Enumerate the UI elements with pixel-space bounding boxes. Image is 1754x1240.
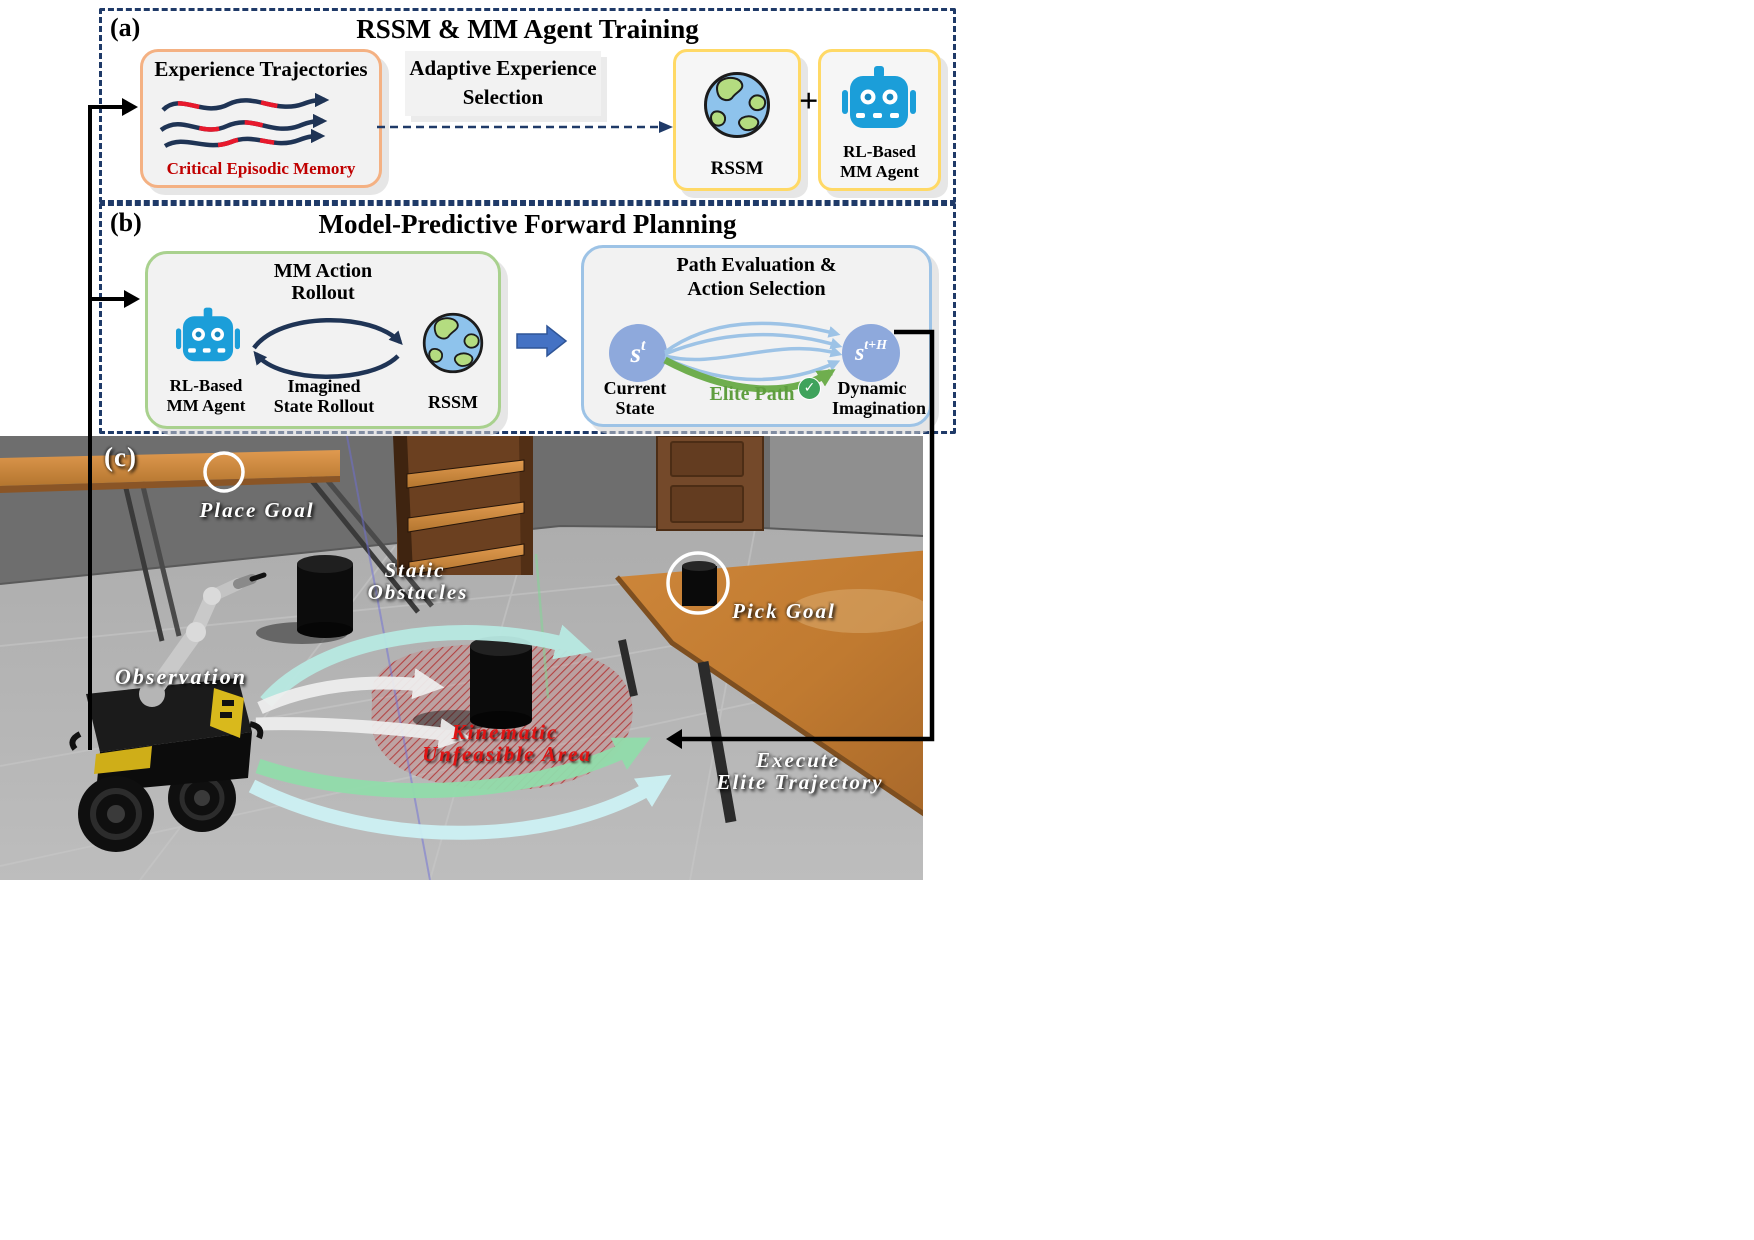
elite-check-icon: ✓ bbox=[798, 377, 821, 400]
rssm-globe-icon bbox=[704, 72, 770, 138]
rollout-title-line2: Rollout bbox=[291, 282, 355, 304]
trajectory-arrows bbox=[248, 624, 672, 840]
plus-sign: + bbox=[799, 83, 819, 120]
scene-graphics bbox=[0, 436, 923, 880]
rollout-agent-line1: RL-Based bbox=[169, 376, 243, 395]
adaptive-selection-dashed-arrow bbox=[377, 121, 673, 133]
cyan-trajectory bbox=[260, 624, 592, 707]
elite-trajectory bbox=[255, 737, 651, 799]
execute-label-line2: Elite Trajectory bbox=[716, 770, 884, 794]
white-trajectory-1 bbox=[257, 668, 445, 714]
adaptive-experience-selection-label: Adaptive Experience Selection bbox=[405, 51, 601, 116]
agent-label-line1: RL-Based bbox=[843, 142, 916, 161]
static-obstacle-cylinder bbox=[256, 555, 353, 644]
rollout-title-line1: MM Action bbox=[273, 260, 373, 282]
static-obstacles-label-line2: Obstacles bbox=[367, 580, 469, 604]
panel-b-title: Model-Predictive Forward Planning bbox=[318, 209, 737, 239]
rssm-label: RSSM bbox=[710, 158, 764, 179]
experience-trajectories-waves-icon bbox=[159, 92, 330, 149]
forward-block-arrow bbox=[516, 324, 568, 358]
right-wall bbox=[770, 436, 923, 535]
rssm-globe-icon bbox=[422, 312, 484, 374]
imagined-line2: State Rollout bbox=[273, 396, 375, 416]
sim-axis-line-green bbox=[534, 553, 550, 699]
rssm-box: RSSM bbox=[673, 49, 801, 191]
panel-a-tag: (a) bbox=[110, 13, 141, 42]
bookshelf bbox=[393, 436, 533, 576]
sim-axis-line-blue bbox=[346, 436, 431, 880]
current-label-line1: Current bbox=[603, 378, 667, 398]
execute-label-line1: Execute bbox=[756, 748, 840, 772]
door bbox=[656, 436, 764, 531]
place-goal-label: Place Goal bbox=[199, 498, 315, 522]
place-table bbox=[0, 450, 434, 642]
pale-cyan-trajectory bbox=[248, 774, 672, 840]
robot-icon bbox=[176, 307, 240, 362]
panel-c-tag: (c) bbox=[104, 442, 137, 472]
imagined-line1: Imagined bbox=[287, 376, 361, 396]
eval-title-line2: Action Selection bbox=[687, 278, 826, 300]
dynamic-label-line2: Imagination bbox=[831, 398, 927, 418]
dynamic-label-line1: Dynamic bbox=[837, 378, 907, 398]
panel-a: (a) RSSM & MM Agent Training Experience … bbox=[99, 8, 956, 203]
place-goal-circle bbox=[203, 451, 245, 493]
candidate-paths bbox=[663, 321, 843, 393]
experience-box-title: Experience Trajectories bbox=[154, 57, 368, 81]
panel-b: (b) Model-Predictive Forward Planning MM… bbox=[99, 203, 956, 434]
experience-trajectories-box: Experience Trajectories Critical Episodi… bbox=[140, 49, 382, 188]
rollout-cycle-arrows bbox=[252, 318, 403, 379]
white-trajectory-2 bbox=[255, 717, 471, 749]
pick-goal-label: Pick Goal bbox=[732, 599, 836, 623]
static-obstacles-label-line1: Static bbox=[384, 558, 446, 582]
panel-c-simulation-scene: (c) Place Goal Static Obstacles Pick Goa… bbox=[0, 436, 923, 880]
robot bbox=[69, 572, 267, 852]
rollout-rssm-label: RSSM bbox=[427, 392, 479, 412]
agent-label-line2: MM Agent bbox=[840, 162, 919, 181]
eval-title-line1: Path Evaluation & bbox=[676, 254, 837, 276]
observation-label: Observation bbox=[115, 664, 247, 689]
mm-action-rollout-box: MM Action Rollout RL-Based MM Agent bbox=[145, 251, 501, 429]
critical-episodic-memory-label: Critical Episodic Memory bbox=[166, 159, 356, 178]
robot-icon bbox=[842, 66, 916, 128]
current-label-line2: State bbox=[615, 398, 655, 418]
rl-mm-agent-box: RL-Based MM Agent bbox=[818, 49, 941, 191]
elite-path-label: Elite Path bbox=[709, 383, 795, 405]
rollout-agent-line2: MM Agent bbox=[166, 396, 246, 415]
kinematic-label-line1: Kinematic bbox=[451, 720, 559, 744]
panel-a-title: RSSM & MM Agent Training bbox=[356, 14, 699, 44]
kinematic-label-line2: Unfeasible Area bbox=[422, 742, 592, 766]
